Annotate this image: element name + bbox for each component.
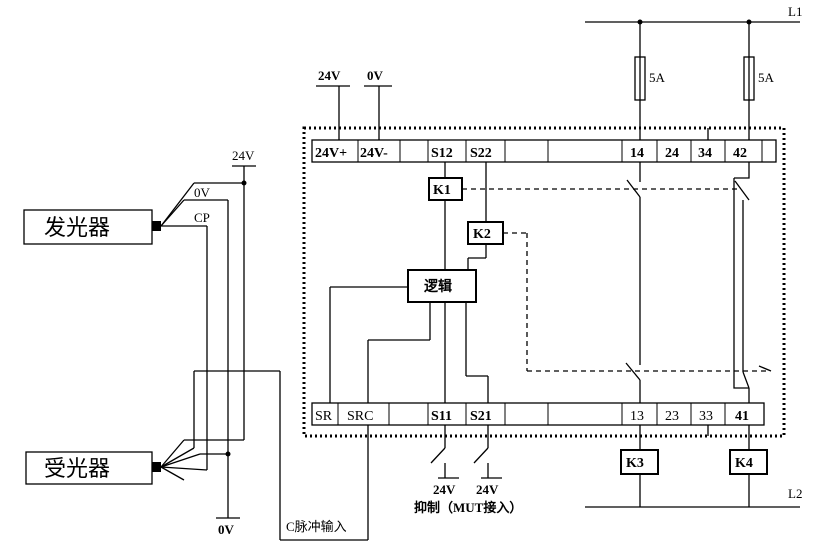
switch-contact (734, 180, 750, 201)
terminal-s22: S22 (470, 146, 492, 161)
terminal-33: 33 (699, 409, 713, 424)
relay-k4-label: K4 (735, 456, 753, 471)
relay-k3-label: K3 (626, 456, 644, 471)
bottom-0v-label: 0V (218, 522, 235, 537)
switch-contact (473, 447, 489, 464)
terminal-34: 34 (698, 146, 712, 161)
relay-k2-label: K2 (473, 227, 491, 242)
relay-k1-label: K1 (433, 183, 451, 198)
switch-contact (758, 365, 772, 372)
terminal-s21: S21 (470, 409, 492, 424)
junction-dot (241, 180, 247, 186)
receiver-box (25, 451, 153, 485)
terminal-s11: S11 (431, 409, 452, 424)
terminal-41: 41 (735, 409, 749, 424)
emitter-box (23, 209, 153, 245)
l1-label: L1 (788, 4, 802, 19)
terminal-sr: SR (315, 409, 333, 424)
top-24v-label: 24V (318, 68, 341, 83)
terminal-42: 42 (733, 146, 747, 161)
s11-24v-label: 24V (433, 482, 456, 497)
emitter-0v-label: 0V (194, 185, 211, 200)
terminal-14: 14 (630, 146, 644, 161)
receiver-label: 受光器 (44, 456, 110, 481)
pulse-input-label: C脉冲输入 (286, 519, 347, 534)
emitter-connector (152, 221, 161, 231)
muting-caption: 抑制（MUT接入） (414, 500, 522, 515)
forced-guided-contact (733, 178, 749, 389)
receiver-connector (152, 462, 161, 472)
switch-contact (625, 362, 641, 381)
logic-block (407, 269, 477, 303)
terminal-24v-plus: 24V+ (315, 146, 347, 161)
top-0v-label: 0V (367, 68, 384, 83)
switch-contact (430, 447, 446, 464)
emitter-cp-label: CP (194, 210, 210, 225)
fuse-rating-label: 5A (649, 70, 666, 85)
supply-24v-label: 24V (232, 148, 255, 163)
terminal-23: 23 (665, 409, 679, 424)
terminal-24: 24 (665, 146, 679, 161)
relay-k3 (620, 449, 659, 475)
relay-k4 (729, 449, 768, 475)
logic-label: 逻辑 (424, 278, 452, 295)
terminal-src: SRC (347, 409, 373, 424)
top-terminal-strip: 24V+ 24V- S12 S22 14 24 34 42 (311, 139, 777, 163)
l2-label: L2 (788, 486, 802, 501)
terminal-13: 13 (630, 409, 644, 424)
relay-module-boundary (302, 126, 786, 438)
bottom-terminal-strip: SR SRC S11 S21 13 23 33 41 (311, 402, 765, 426)
fuse-rating-label: 5A (758, 70, 775, 85)
s21-24v-label: 24V (476, 482, 499, 497)
emitter-label: 发光器 (44, 215, 110, 240)
switch-contact (626, 179, 641, 198)
terminal-24v-minus: 24V- (360, 146, 388, 161)
terminal-s12: S12 (431, 146, 453, 161)
